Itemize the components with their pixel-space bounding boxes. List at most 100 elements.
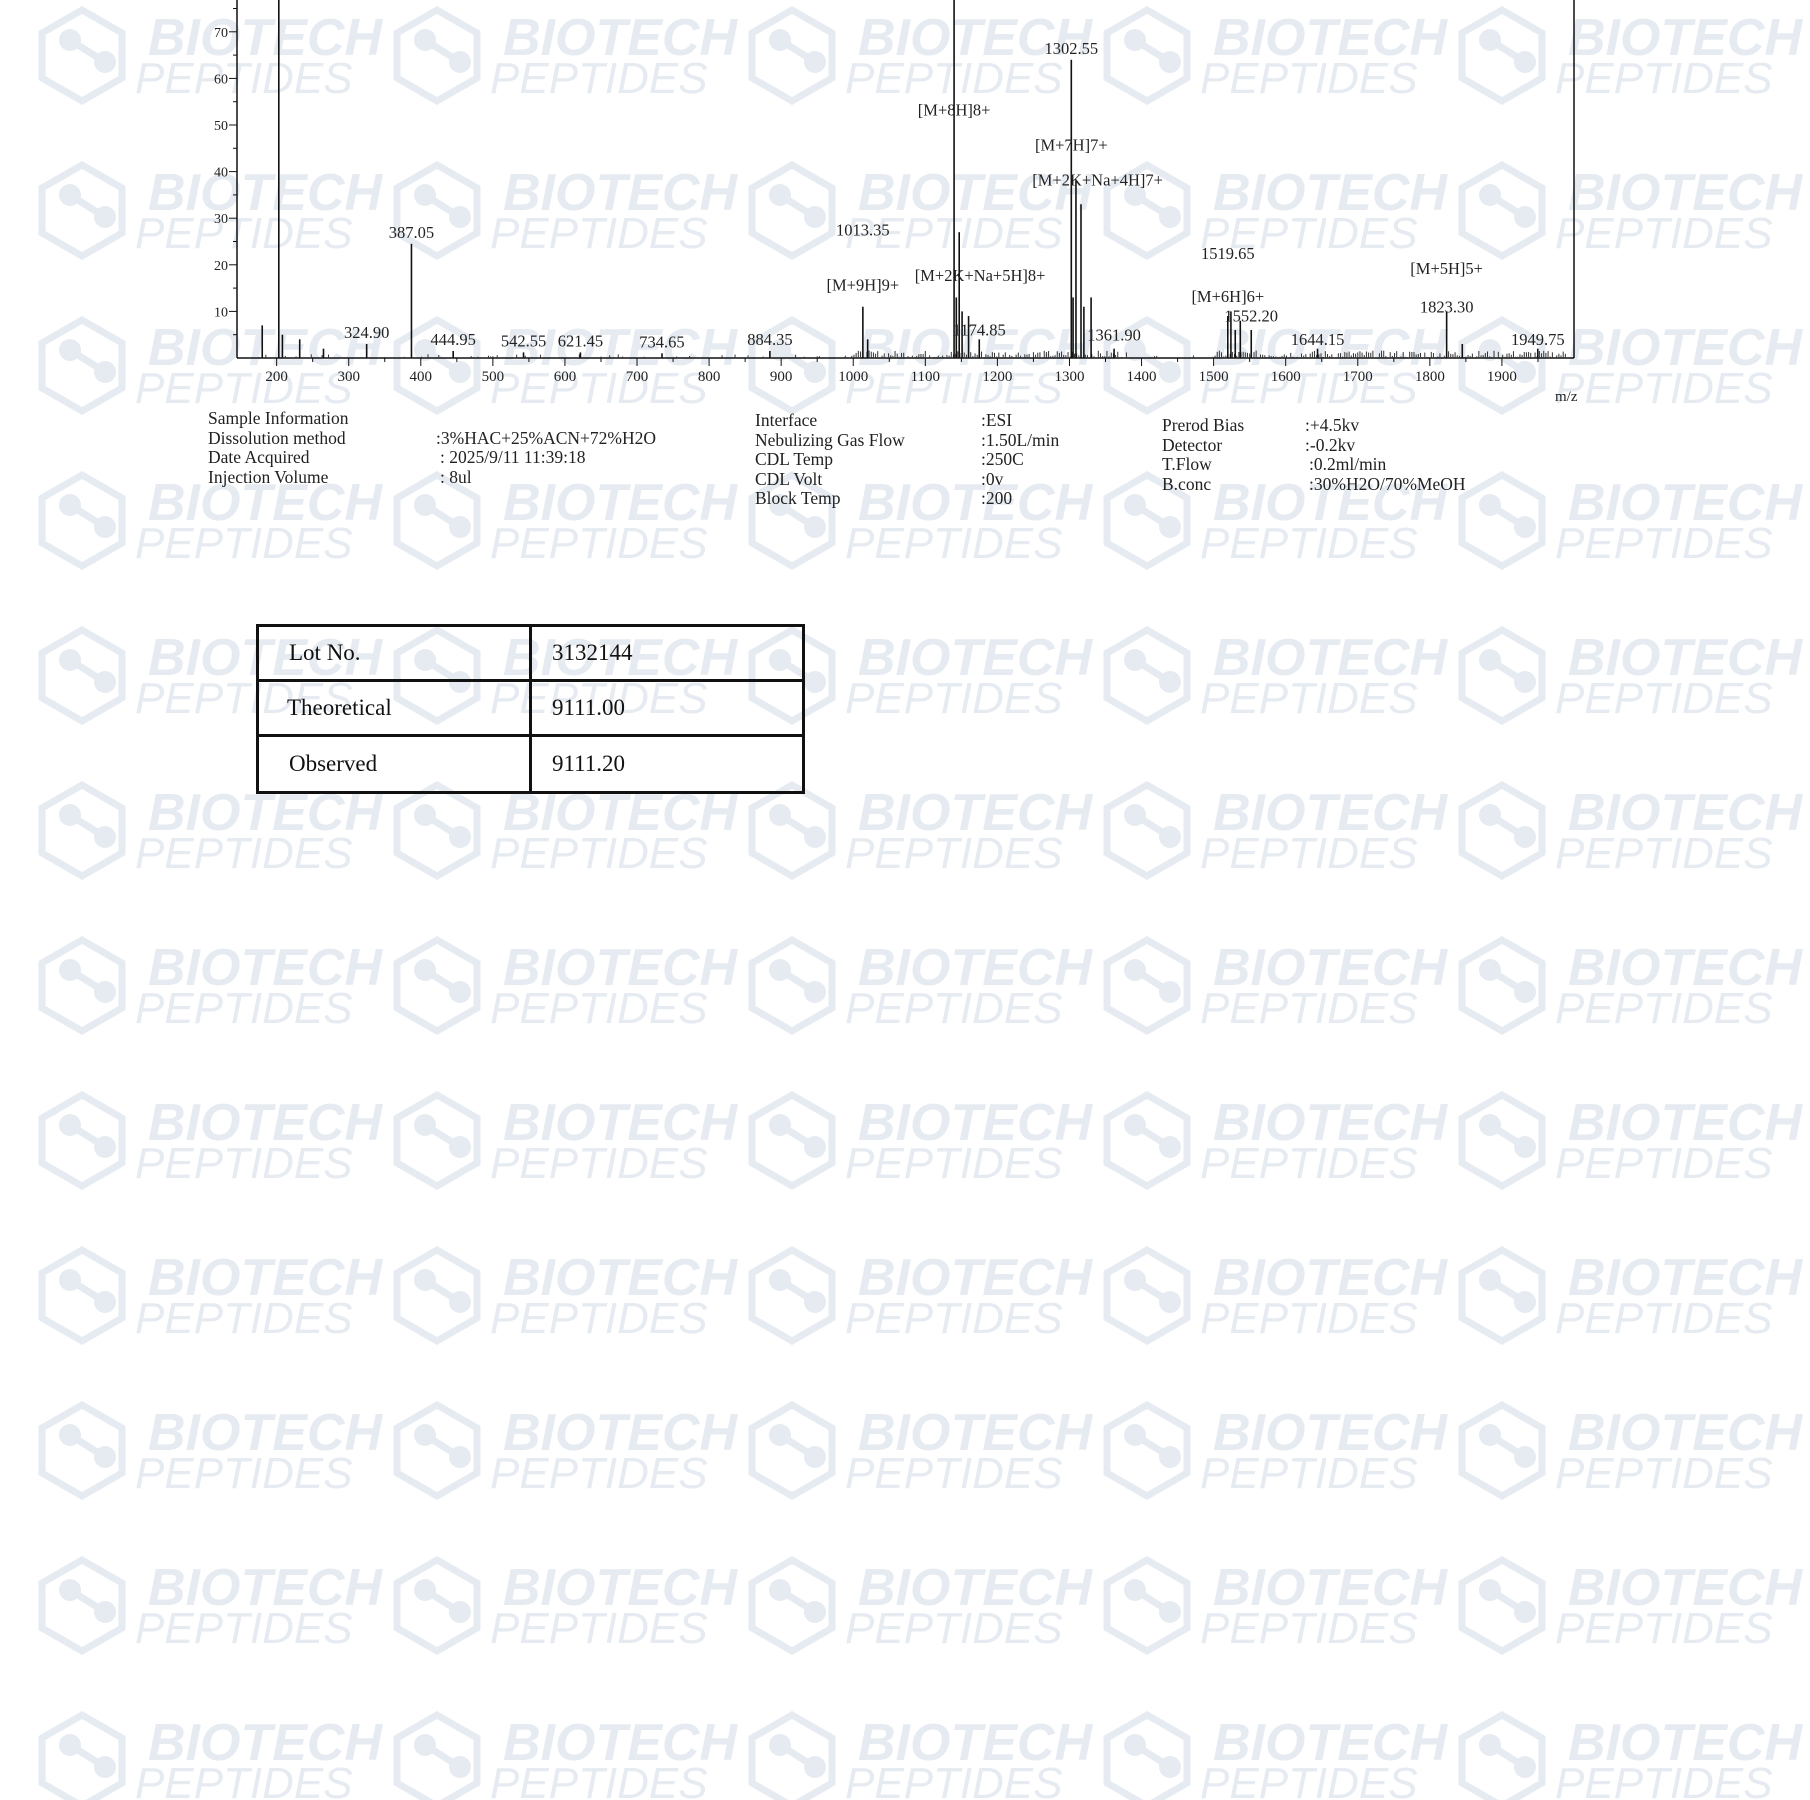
y-tick-label: 70	[214, 26, 228, 41]
watermark-text: PEPTIDES	[845, 829, 1063, 878]
info-value: : 8ul	[440, 466, 472, 487]
watermark-text: PEPTIDES	[1555, 984, 1773, 1033]
info-value: :ESI	[981, 410, 1013, 430]
watermark-text: BIOTECH	[148, 1249, 383, 1307]
watermark-text: PEPTIDES	[1200, 829, 1418, 878]
x-tick-label: 700	[626, 369, 649, 385]
peak-label: 1013.35	[836, 221, 890, 240]
peak-label: 1361.90	[1087, 325, 1141, 344]
watermark-text: BIOTECH	[858, 1404, 1093, 1462]
watermark-text: BIOTECH	[503, 1559, 738, 1617]
x-tick-label: 1700	[1343, 369, 1373, 385]
info-key: Nebulizing Gas Flow	[755, 429, 905, 450]
watermark-text: PEPTIDES	[845, 1294, 1063, 1343]
watermark-text: PEPTIDES	[1200, 1759, 1418, 1800]
watermark-text: PEPTIDES	[135, 1759, 353, 1800]
ion-annotation: [M+9H]9+	[827, 275, 900, 294]
watermark-text: PEPTIDES	[1200, 1139, 1418, 1188]
x-axis-label: m/z	[1555, 389, 1578, 405]
watermark-text: BIOTECH	[503, 1249, 738, 1307]
watermark-text: PEPTIDES	[845, 674, 1063, 723]
info-key: Block Temp	[755, 488, 841, 508]
info-key: Prerod Bias	[1162, 415, 1245, 435]
ion-annotation: [M+5H]5+	[1410, 259, 1483, 278]
watermark-text: PEPTIDES	[135, 1604, 353, 1653]
watermark-text: BIOTECH	[1568, 629, 1803, 687]
watermark-text: BIOTECH	[1568, 1404, 1803, 1462]
watermark-text: PEPTIDES	[490, 1759, 708, 1800]
watermark-text: BIOTECH	[858, 629, 1093, 687]
watermark-text: PEPTIDES	[135, 984, 353, 1033]
watermark-text: BIOTECH	[1213, 784, 1448, 842]
watermark-text: PEPTIDES	[1200, 519, 1418, 568]
watermark-text: PEPTIDES	[1200, 1449, 1418, 1498]
info-key: Interface	[755, 410, 818, 430]
watermark-text: BIOTECH	[858, 784, 1093, 842]
table-row: Lot No. 3132144	[256, 624, 805, 682]
ion-annotation: [M+6H]6+	[1191, 287, 1264, 306]
peak-label: 1552.20	[1224, 307, 1278, 326]
info-value: :250C	[981, 449, 1024, 469]
y-tick-label: 60	[214, 72, 228, 87]
watermark-text: PEPTIDES	[845, 1449, 1063, 1498]
watermark-text: PEPTIDES	[490, 1139, 708, 1188]
peak-label: 324.90	[344, 323, 389, 342]
watermark-text: PEPTIDES	[490, 519, 708, 568]
watermark-text: BIOTECH	[1213, 1249, 1448, 1307]
watermark-text: BIOTECH	[1568, 1249, 1803, 1307]
watermark-text: PEPTIDES	[1555, 1294, 1773, 1343]
info-key: Date Acquired	[208, 447, 310, 467]
watermark-text: BIOTECH	[148, 1714, 383, 1772]
watermark-text: BIOTECH	[858, 1249, 1093, 1307]
y-tick-label: 30	[214, 212, 228, 227]
watermark-text: PEPTIDES	[845, 519, 1063, 568]
watermark-text: BIOTECH	[858, 1094, 1093, 1152]
table-row: Observed 9111.20	[256, 734, 805, 794]
watermark-text: BIOTECH	[1568, 1559, 1803, 1617]
info-value: :1.50L/min	[981, 429, 1060, 450]
x-tick-label: 200	[265, 369, 288, 385]
peak-label: 1949.75	[1511, 330, 1565, 349]
watermark-text: PEPTIDES	[1200, 1294, 1418, 1343]
watermark-text: PEPTIDES	[490, 1294, 708, 1343]
watermark-text: PEPTIDES	[1555, 1759, 1773, 1800]
watermark-text: BIOTECH	[858, 1559, 1093, 1617]
x-tick-label: 1900	[1487, 369, 1517, 385]
watermark-text: PEPTIDES	[135, 1449, 353, 1498]
watermark-text: BIOTECH	[1568, 1094, 1803, 1152]
watermark-text: BIOTECH	[503, 1404, 738, 1462]
watermark-text: PEPTIDES	[1555, 519, 1773, 568]
table-cell-label: Theoretical	[256, 679, 532, 737]
watermark-text: PEPTIDES	[1555, 1449, 1773, 1498]
watermark-text: PEPTIDES	[1555, 674, 1773, 723]
info-key: Sample Information	[208, 408, 349, 428]
table-cell-label: Observed	[256, 734, 532, 794]
watermark-text: PEPTIDES	[845, 1139, 1063, 1188]
watermark-text: BIOTECH	[1213, 1714, 1448, 1772]
